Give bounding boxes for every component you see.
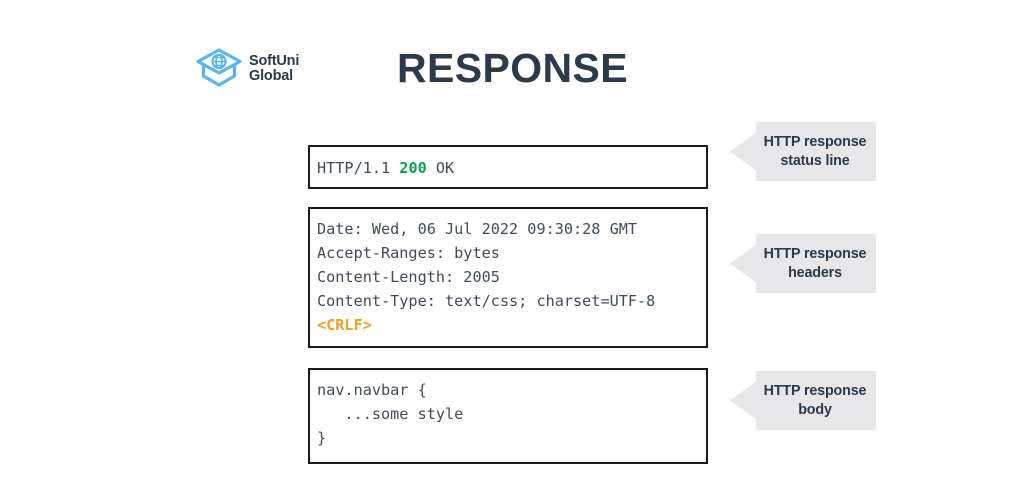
code-token-plain: Date: Wed, 06 Jul 2022 09:30:28 GMT xyxy=(317,220,638,239)
callout-label: HTTP response status line xyxy=(763,133,867,169)
code-line: Content-Type: text/css; charset=UTF-8 xyxy=(317,289,706,313)
code-token-status-code: 200 xyxy=(399,159,427,178)
code-line: HTTP/1.1 200 OK xyxy=(317,156,706,180)
code-box-headers: Date: Wed, 06 Jul 2022 09:30:28 GMT Accep… xyxy=(308,207,708,349)
brand-wordmark: SoftUni Global xyxy=(249,52,300,84)
callout-arrow-headers: HTTP response headers xyxy=(730,234,876,293)
code-token-crlf: <CRLF> xyxy=(317,316,372,335)
code-line: nav.navbar { xyxy=(317,378,706,402)
code-box-status-line: HTTP/1.1 200 OK xyxy=(308,145,708,190)
page-title: RESPONSE xyxy=(396,45,629,91)
graduation-cap-globe-icon xyxy=(196,48,242,87)
brand-logo: SoftUni Global xyxy=(196,46,314,90)
code-line: Date: Wed, 06 Jul 2022 09:30:28 GMT xyxy=(317,217,706,241)
code-token-plain: HTTP/1.1 xyxy=(317,159,400,178)
code-token-plain: OK xyxy=(426,159,455,178)
code-line: Accept-Ranges: bytes xyxy=(317,241,706,265)
code-token-plain: Content-Length: 2005 xyxy=(317,268,500,287)
callout-arrow-status-line: HTTP response status line xyxy=(730,122,876,181)
code-token-plain: } xyxy=(317,429,327,448)
callout-label: HTTP response headers xyxy=(763,245,867,281)
code-line: Content-Length: 2005 xyxy=(317,265,706,289)
code-token-plain: nav.navbar { xyxy=(317,381,427,400)
code-line: } xyxy=(317,426,706,450)
code-box-body: nav.navbar { ...some style} xyxy=(308,368,708,465)
code-line: <CRLF> xyxy=(317,313,706,337)
code-token-plain: ...some style xyxy=(317,405,464,424)
code-line: ...some style xyxy=(317,402,706,426)
callout-label: HTTP response body xyxy=(763,382,867,418)
callout-arrow-body: HTTP response body xyxy=(730,371,876,430)
code-token-plain: Accept-Ranges: bytes xyxy=(317,244,500,263)
code-token-plain: Content-Type: text/css; charset=UTF-8 xyxy=(317,292,656,311)
